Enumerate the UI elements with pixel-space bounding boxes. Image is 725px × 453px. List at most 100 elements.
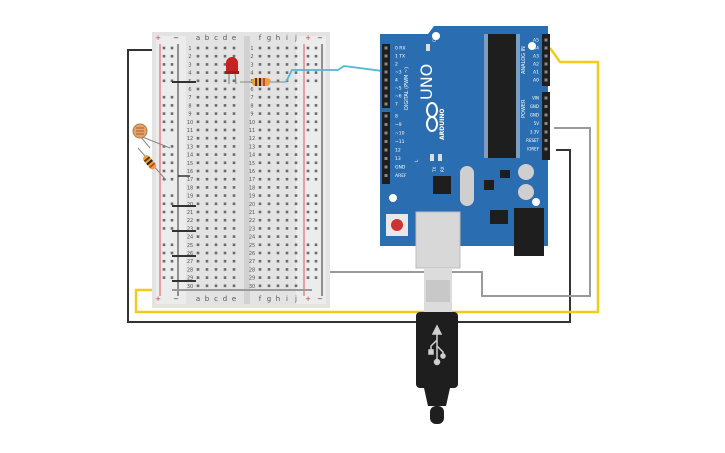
digital-pin-11[interactable]: ~11 bbox=[395, 139, 405, 145]
power-pin-5V[interactable]: 5V bbox=[534, 121, 540, 126]
row-label-11-l: 11 bbox=[187, 128, 193, 134]
digital-pin-GND[interactable]: GND bbox=[395, 165, 406, 171]
row-label-27-r: 27 bbox=[249, 259, 255, 265]
row-label-3-l: 3 bbox=[188, 62, 191, 68]
digital-pin-3[interactable]: ~3 bbox=[395, 70, 402, 76]
reset-button[interactable] bbox=[386, 214, 408, 236]
digital-pin-10[interactable]: ~10 bbox=[395, 131, 405, 137]
yellow-wire-5v[interactable] bbox=[134, 47, 600, 314]
row-label-14-l: 14 bbox=[187, 153, 193, 159]
column-label-g-bottom: g bbox=[267, 295, 271, 303]
row-label-16-r: 16 bbox=[249, 169, 255, 175]
column-label-e-top: e bbox=[232, 34, 236, 42]
row-label-16-l: 16 bbox=[187, 169, 193, 175]
row-label-9-l: 9 bbox=[188, 112, 191, 118]
digital-pin-6[interactable]: ~6 bbox=[395, 94, 402, 100]
row-label-29-l: 29 bbox=[187, 276, 193, 282]
row-label-25-l: 25 bbox=[187, 243, 193, 249]
rail-minus-label-br: − bbox=[317, 295, 323, 303]
row-label-23-l: 23 bbox=[187, 226, 193, 232]
column-label-b-bottom: b bbox=[205, 295, 210, 303]
row-label-13-l: 13 bbox=[187, 144, 193, 150]
row-label-20-r: 20 bbox=[249, 202, 255, 208]
row-label-6-r: 6 bbox=[250, 87, 253, 93]
arduino-brand-label: ARDUINO bbox=[439, 109, 446, 140]
power-pin-33V[interactable]: 3.3V bbox=[530, 130, 539, 135]
rail-plus-label-tl: + bbox=[155, 34, 161, 42]
row-label-30-l: 30 bbox=[187, 284, 193, 290]
row-label-28-r: 28 bbox=[249, 267, 255, 273]
row-label-2-r: 2 bbox=[250, 54, 253, 60]
black-wire-gnd[interactable] bbox=[127, 49, 571, 323]
row-label-4-l: 4 bbox=[188, 71, 191, 77]
column-label-i-bottom: i bbox=[286, 295, 288, 303]
row-label-24-l: 24 bbox=[187, 235, 193, 241]
row-label-15-r: 15 bbox=[249, 161, 255, 167]
digital-pin-0RX[interactable]: 0 RX bbox=[395, 46, 406, 52]
analog-pin-A5[interactable]: A5 bbox=[533, 38, 539, 44]
row-label-25-r: 25 bbox=[249, 243, 255, 249]
digital-pin-1TX[interactable]: 1 TX bbox=[395, 54, 405, 60]
row-label-17-r: 17 bbox=[249, 177, 255, 183]
power-pin-IOREF[interactable]: IOREF bbox=[527, 147, 540, 152]
digital-pin-13[interactable]: 13 bbox=[395, 156, 401, 162]
power-pin-VIN[interactable]: VIN bbox=[532, 96, 539, 101]
row-label-26-l: 26 bbox=[187, 251, 193, 257]
analog-pin-A1[interactable]: A1 bbox=[533, 70, 539, 76]
row-label-1-l: 1 bbox=[188, 46, 191, 52]
digital-pin-4[interactable]: 4 bbox=[395, 78, 398, 84]
row-label-7-l: 7 bbox=[188, 95, 191, 101]
analog-pin-A2[interactable]: A2 bbox=[533, 62, 539, 68]
usb-port[interactable] bbox=[415, 211, 461, 269]
row-label-29-r: 29 bbox=[249, 276, 255, 282]
analog-pin-A4[interactable]: A4 bbox=[533, 46, 539, 52]
row-label-18-r: 18 bbox=[249, 185, 255, 191]
digital-pin-2[interactable]: 2 bbox=[395, 62, 398, 68]
resistor-icon[interactable] bbox=[240, 78, 286, 86]
analog-pin-A3[interactable]: A3 bbox=[533, 54, 539, 60]
power-pin-GND[interactable]: GND bbox=[530, 104, 539, 109]
row-label-19-r: 19 bbox=[249, 194, 255, 200]
digital-pin-8[interactable]: 8 bbox=[395, 114, 398, 120]
row-label-13-r: 13 bbox=[249, 144, 255, 150]
column-label-j-bottom: j bbox=[294, 295, 297, 303]
resistor-icon-ldr[interactable] bbox=[137, 147, 167, 181]
led-icon[interactable] bbox=[225, 57, 239, 85]
analog-pin-A0[interactable]: A0 bbox=[533, 78, 539, 84]
digital-pin-12[interactable]: 12 bbox=[395, 148, 401, 154]
power-jack[interactable] bbox=[514, 208, 544, 256]
row-label-7-r: 7 bbox=[250, 95, 253, 101]
row-label-6-l: 6 bbox=[188, 87, 191, 93]
rail-minus-label-tl: − bbox=[173, 34, 179, 42]
row-label-8-l: 8 bbox=[188, 103, 191, 109]
power-pin-GND[interactable]: GND bbox=[530, 113, 539, 118]
column-label-f-top: f bbox=[259, 34, 262, 42]
cyan-wire-d9[interactable] bbox=[285, 65, 391, 83]
row-label-21-l: 21 bbox=[187, 210, 193, 216]
row-label-24-r: 24 bbox=[249, 235, 255, 241]
digital-pin-5[interactable]: ~5 bbox=[395, 86, 402, 92]
rail-plus-label-bl: + bbox=[155, 295, 161, 303]
uno-model-label: UNO bbox=[417, 64, 436, 100]
usb-cable[interactable] bbox=[416, 268, 458, 424]
row-label-18-l: 18 bbox=[187, 185, 193, 191]
digital-pin-7[interactable]: 7 bbox=[395, 102, 398, 108]
row-label-14-r: 14 bbox=[249, 153, 255, 159]
digital-pin-9[interactable]: ~9 bbox=[395, 122, 402, 128]
row-label-11-r: 11 bbox=[249, 128, 255, 134]
gray-wire-a0[interactable] bbox=[312, 127, 591, 297]
rail-minus-label-tr: − bbox=[317, 34, 323, 42]
row-label-4-r: 4 bbox=[250, 71, 253, 77]
photoresistor-icon[interactable] bbox=[132, 123, 171, 149]
column-label-i-top: i bbox=[286, 34, 288, 42]
rx-label: RX bbox=[440, 166, 445, 172]
microcontroller-chip bbox=[484, 34, 520, 158]
digital-pin-AREF[interactable]: AREF bbox=[395, 173, 407, 179]
power-pin-RESET[interactable]: RESET bbox=[526, 138, 539, 143]
row-label-1-r: 1 bbox=[250, 46, 253, 52]
row-label-12-l: 12 bbox=[187, 136, 193, 142]
breadboard-jumpers bbox=[172, 81, 312, 291]
